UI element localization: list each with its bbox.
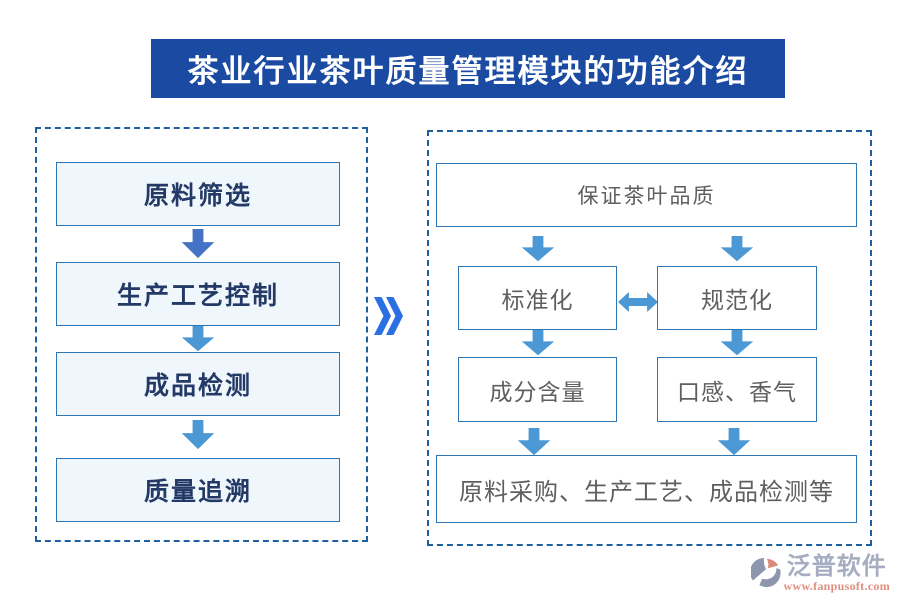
down-arrow-icon xyxy=(181,229,215,259)
footer-box-scope: 原料采购、生产工艺、成品检测等 xyxy=(436,455,857,523)
down-arrow-icon xyxy=(720,236,754,262)
double-chevron-icon xyxy=(374,297,403,335)
left-flow-panel: 原料筛选 生产工艺控制 成品检测 质量追溯 xyxy=(35,127,368,542)
flow-step-finished-product-testing: 成品检测 xyxy=(56,352,340,416)
box-label: 规范化 xyxy=(701,288,773,313)
brand-name: 泛普软件 xyxy=(786,552,887,580)
down-arrow-icon xyxy=(521,330,555,356)
box-normalization: 规范化 xyxy=(657,266,817,330)
brand-url: www.fanpusoft.com xyxy=(783,579,890,593)
box-label: 成分含量 xyxy=(489,379,586,405)
flow-step-production-process-control: 生产工艺控制 xyxy=(56,262,340,326)
down-arrow-icon xyxy=(521,236,555,262)
box-ingredient-content: 成分含量 xyxy=(458,357,617,422)
title-banner: 茶业行业茶叶质量管理模块的功能介绍 xyxy=(151,39,785,98)
down-arrow-icon xyxy=(517,428,551,456)
box-standardization: 标准化 xyxy=(458,266,617,330)
flow-step-label: 原料筛选 xyxy=(143,183,252,210)
down-arrow-icon xyxy=(181,420,215,450)
brand-watermark: 泛普软件 www.fanpusoft.com xyxy=(750,554,890,594)
down-arrow-icon xyxy=(720,330,754,356)
flow-step-label: 质量追溯 xyxy=(143,479,252,506)
down-arrow-icon xyxy=(181,326,215,352)
goal-label: 保证茶叶品质 xyxy=(577,184,716,208)
box-label: 口感、香气 xyxy=(677,379,797,405)
down-arrow-icon xyxy=(717,428,751,456)
right-flow-panel: 保证茶叶品质 标准化 规范化 成分含量 口感、香气 xyxy=(427,130,872,546)
brand-text-block: 泛普软件 www.fanpusoft.com xyxy=(784,554,890,594)
flow-step-label: 生产工艺控制 xyxy=(116,283,279,310)
page-title: 茶业行业茶叶质量管理模块的功能介绍 xyxy=(187,54,749,89)
flow-step-raw-material-screening: 原料筛选 xyxy=(56,162,340,226)
footer-label: 原料采购、生产工艺、成品检测等 xyxy=(459,479,834,506)
flow-step-label: 成品检测 xyxy=(143,373,252,400)
box-label: 标准化 xyxy=(501,288,574,313)
fanpu-logo-icon xyxy=(750,557,781,587)
left-right-arrow-icon xyxy=(618,292,658,312)
box-taste-aroma: 口感、香气 xyxy=(657,357,817,422)
goal-box-quality-assurance: 保证茶叶品质 xyxy=(436,163,857,227)
flow-step-quality-traceability: 质量追溯 xyxy=(56,458,340,522)
